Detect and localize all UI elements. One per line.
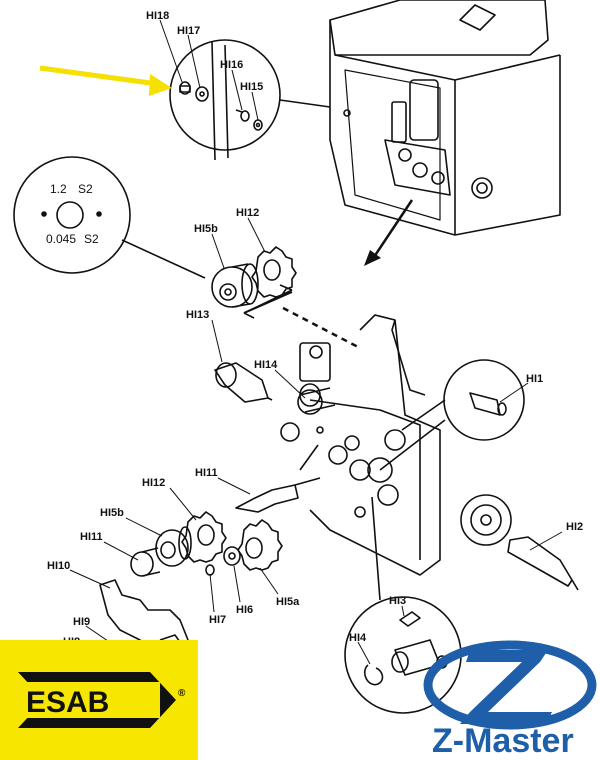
arrow-head-icon	[364, 250, 381, 266]
roller-marking-bottom-right: S2	[84, 232, 99, 246]
label-hi4: HI4	[349, 632, 367, 644]
label-hi2: HI2	[566, 521, 583, 533]
roller-marking-bottom-left: 0.045	[46, 232, 76, 246]
welder-cabinet	[329, 0, 561, 236]
esab-logo: ESAB ®	[0, 640, 198, 760]
drive-roll-hi5b-mid	[155, 526, 192, 567]
drive-roll-hi5b-top	[211, 263, 293, 319]
yellow-pointer-arrow-icon	[39, 65, 172, 96]
roller-marking-top-right: S2	[78, 182, 93, 196]
label-hi6: HI6	[236, 604, 253, 616]
zmaster-logo: Z-Master	[423, 640, 597, 760]
label-hi11-low: HI11	[80, 531, 103, 543]
label-hi9: HI9	[73, 616, 90, 628]
label-hi15: HI15	[240, 81, 263, 93]
label-hi5a: HI5a	[276, 596, 300, 608]
knob-hi11-low	[130, 547, 161, 577]
label-hi13: HI13	[186, 309, 209, 321]
label-hi17: HI17	[177, 25, 200, 37]
leader-lines	[69, 19, 563, 669]
screw-hi7	[205, 564, 215, 576]
euro-connector-hi2	[460, 494, 579, 591]
esab-wordmark: ESAB	[26, 686, 109, 719]
label-hi5b-top: HI5b	[194, 223, 218, 235]
detail-circle-hi1	[379, 359, 525, 471]
zmaster-wordmark: Z-Master	[432, 722, 574, 760]
label-hi5b-mid: HI5b	[100, 507, 124, 519]
shaft-hi11-mid	[235, 477, 321, 513]
registered-mark: ®	[178, 688, 186, 699]
knob-hi13	[214, 362, 273, 403]
wire-feed-unit	[280, 314, 441, 576]
knob-hi14	[297, 387, 336, 415]
roller-marking-top-left: 1.2	[50, 182, 67, 196]
gear-hi5a	[237, 519, 283, 571]
detail-circle-screws	[169, 39, 331, 161]
roller-marking-detail	[13, 156, 206, 279]
label-hi11-mid: HI11	[195, 467, 218, 479]
label-hi12-mid: HI12	[142, 477, 165, 489]
label-hi14: HI14	[254, 359, 278, 371]
label-hi3: HI3	[389, 595, 406, 607]
label-hi12-top: HI12	[236, 207, 259, 219]
gear-hi12-mid	[181, 511, 227, 563]
label-hi10: HI10	[47, 560, 70, 572]
label-hi16: HI16	[220, 59, 243, 71]
label-hi7: HI7	[209, 614, 226, 626]
label-hi18: HI18	[146, 10, 169, 22]
washer-hi6	[223, 546, 241, 566]
label-hi1: HI1	[526, 373, 543, 385]
gear-hi12-top	[251, 246, 297, 298]
